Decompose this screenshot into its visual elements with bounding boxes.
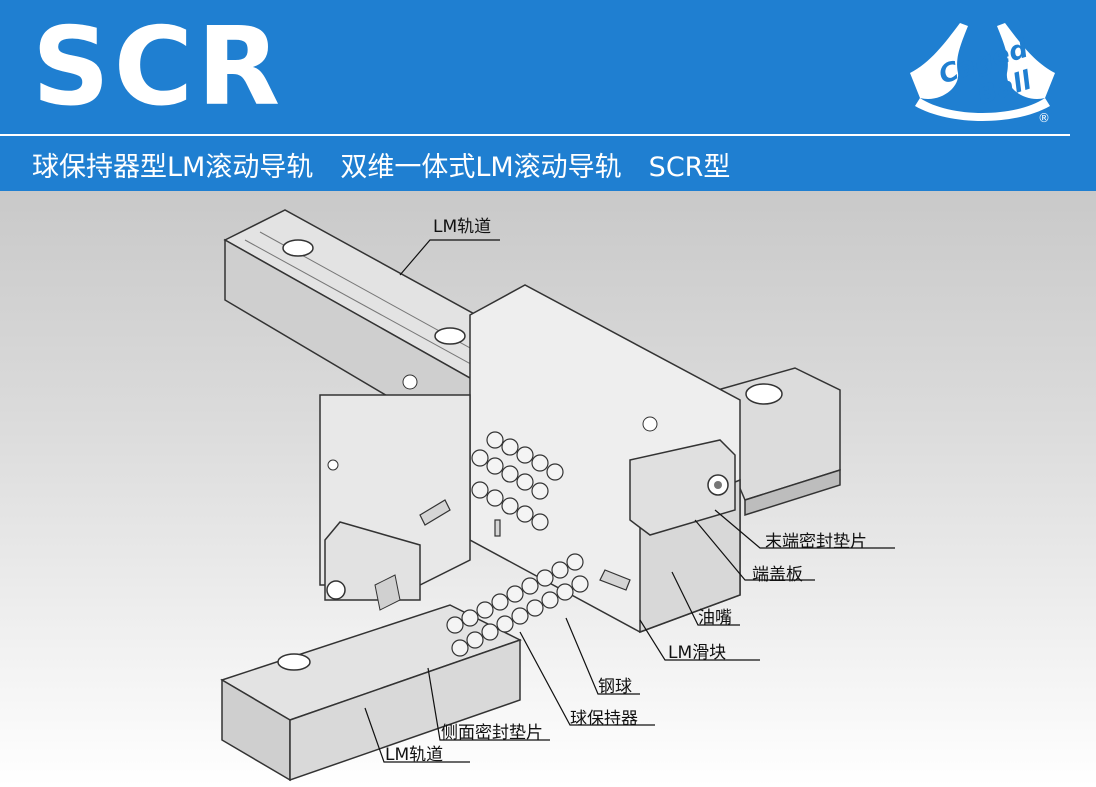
screws xyxy=(419,499,631,591)
bottom-rail xyxy=(220,604,522,782)
callout-steel-ball: 钢球 xyxy=(598,677,632,697)
callout-lm-block: LM滑块 xyxy=(668,643,727,663)
lm-block-body xyxy=(319,284,741,634)
left-end-plate xyxy=(324,521,421,611)
callout-top-rail: LM轨道 xyxy=(433,217,492,237)
callout-end-seal: 末端密封垫片 xyxy=(765,532,867,552)
end-plate xyxy=(629,439,736,536)
callout-bottom-rail: LM轨道 xyxy=(385,745,444,765)
callout-end-plate: 端盖板 xyxy=(752,565,803,585)
header-divider xyxy=(0,134,1070,136)
page-title: SCR xyxy=(32,5,285,130)
callout-ball-cage: 球保持器 xyxy=(570,709,638,729)
callout-side-seal: 侧面密封垫片 xyxy=(441,723,543,743)
leader-lines xyxy=(364,239,895,763)
caged-ball-logo: Caged Ball ® xyxy=(910,23,1055,125)
ball-chains xyxy=(446,431,589,657)
header-banner: SCR 球保持器型LM滚动导轨 双维一体式LM滚动导轨 SCR型 Caged B… xyxy=(0,0,1096,191)
callout-grease-nipple: 油嘴 xyxy=(698,608,732,628)
page-subtitle: 球保持器型LM滚动导轨 双维一体式LM滚动导轨 SCR型 xyxy=(32,152,731,183)
registered-mark: ® xyxy=(1038,111,1050,125)
